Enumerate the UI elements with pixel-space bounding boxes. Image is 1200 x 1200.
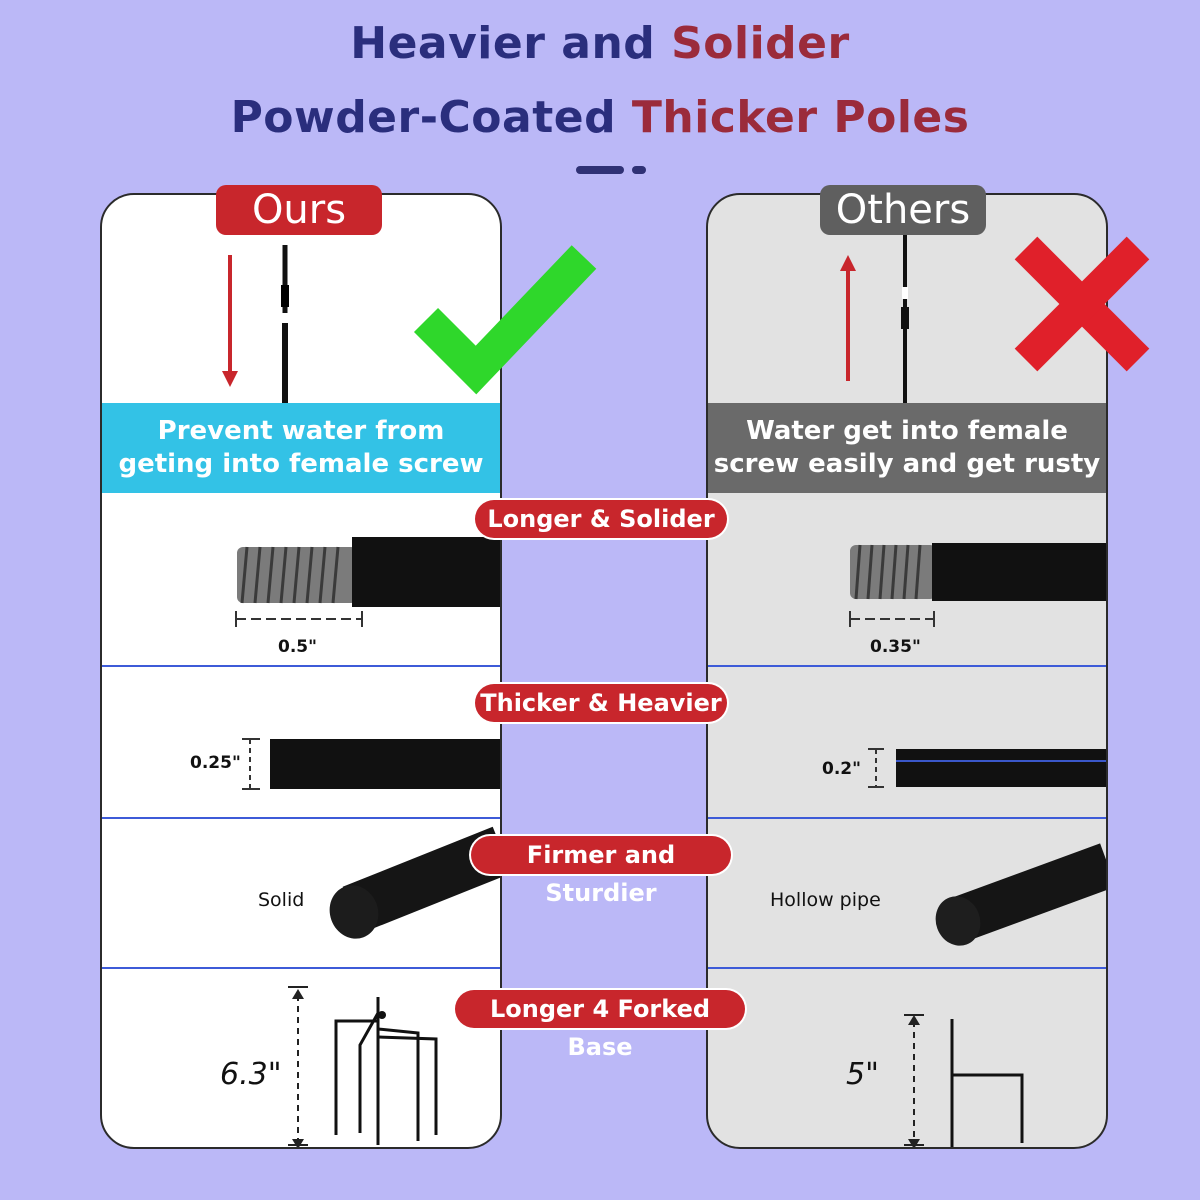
title-part-powder-coated: Powder-Coated — [230, 92, 617, 143]
ours-thread-illustration — [235, 537, 500, 627]
divider-bar — [576, 166, 624, 174]
pole-body — [352, 537, 500, 607]
others-core: Hollow pipe — [770, 889, 881, 911]
others-tag: Others — [820, 185, 986, 235]
feature-longer-solider: Longer & Solider — [475, 500, 727, 538]
divider-3 — [708, 967, 1106, 969]
down-arrow-head — [222, 371, 238, 387]
ours-base-height: 6.3" — [220, 1057, 282, 1092]
pole-joint — [901, 307, 909, 329]
hollow-pipe-end — [935, 896, 981, 946]
ours-tag: Ours — [216, 185, 382, 235]
feature-longer-base: Longer 4 Forked Base — [455, 990, 745, 1061]
hollow-pipe-body — [950, 843, 1106, 942]
others-hollow-illustration — [935, 843, 1106, 946]
divider-dot — [632, 166, 646, 174]
divider-2 — [102, 817, 500, 819]
feature-thicker-heavier: Thicker & Heavier — [475, 684, 727, 722]
feature-firmer-sturdier: Firmer and Sturdier — [471, 836, 731, 907]
title-line-2: Powder-Coated Thicker Poles — [0, 92, 1200, 143]
others-base-illustration — [904, 1014, 1024, 1147]
divider-2 — [708, 817, 1106, 819]
ours-base-illustration — [288, 986, 438, 1147]
cross-mark-icon — [1014, 236, 1150, 372]
divider-3 — [102, 967, 500, 969]
ours-band-line2: geting into female screw — [118, 449, 484, 479]
others-base-height: 5" — [846, 1057, 879, 1092]
ours-screw-illustration — [222, 245, 289, 405]
others-band-line2: screw easily and get rusty — [713, 449, 1101, 479]
fork-base — [334, 997, 438, 1145]
ours-thickness-illustration — [242, 738, 500, 790]
title-part-solider: Solider — [671, 18, 850, 69]
ours-core: Solid — [258, 889, 305, 911]
title-part-thicker-poles: Thicker Poles — [631, 92, 970, 143]
pole-side-view — [896, 749, 1106, 787]
others-thickness-illustration — [868, 748, 1106, 788]
ours-band: Prevent water from geting into female sc… — [102, 403, 500, 493]
pole-body — [932, 543, 1106, 601]
solid-pole-end — [329, 885, 379, 939]
pole-joint — [281, 285, 289, 307]
others-thickness: 0.2" — [822, 759, 861, 779]
divider-1 — [708, 665, 1106, 667]
others-band-line1: Water get into female — [746, 416, 1068, 446]
others-screw-illustration — [840, 235, 909, 405]
title-line-1: Heavier and Solider — [0, 18, 1200, 69]
others-band: Water get into female screw easily and g… — [708, 403, 1106, 493]
others-thread-illustration — [849, 543, 1106, 627]
pole-gap — [902, 287, 908, 299]
check-mark-icon — [413, 245, 597, 395]
pole-side-view — [270, 739, 500, 789]
fork-base — [950, 1019, 1024, 1147]
ours-band-line1: Prevent water from — [157, 416, 445, 446]
ours-thread-length: 0.5" — [278, 637, 317, 657]
ours-thickness: 0.25" — [190, 753, 241, 773]
divider-1 — [102, 665, 500, 667]
up-arrow-head — [840, 255, 856, 271]
others-thread-length: 0.35" — [870, 637, 921, 657]
title-part-heavier: Heavier and — [350, 18, 656, 69]
